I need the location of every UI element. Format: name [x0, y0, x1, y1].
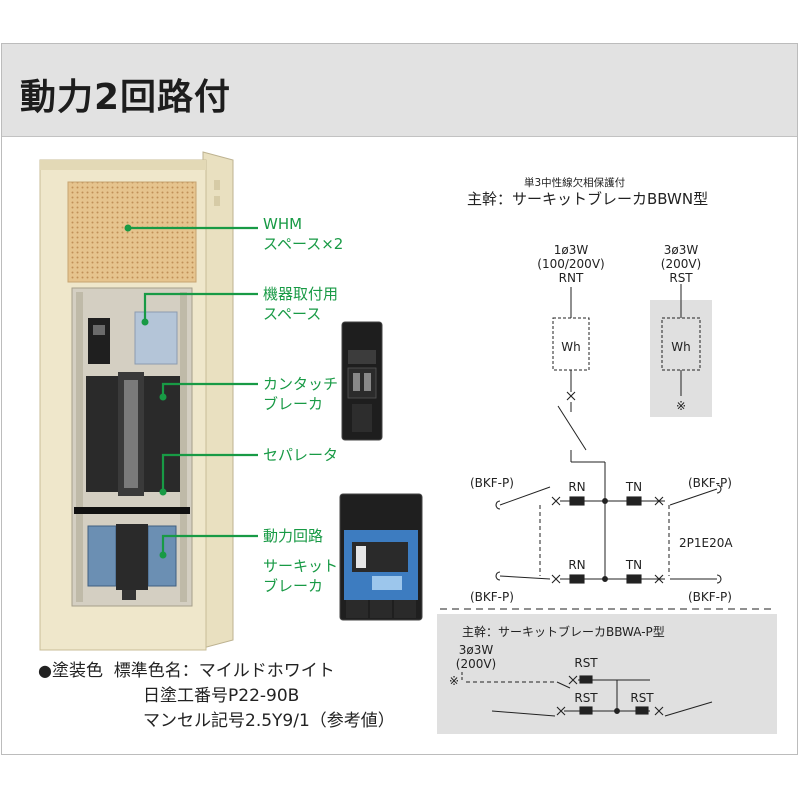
callout-whm-line2: スペース×2 — [263, 235, 344, 253]
note-mark-meter: ※ — [675, 399, 687, 413]
tn-upper: TN — [625, 480, 643, 494]
rst-lower-right: RST — [630, 691, 654, 705]
supply-3-voltage: (200V) — [660, 257, 702, 271]
power-supply-phase: 3ø3W — [458, 643, 494, 657]
callout-separator: セパレータ — [263, 445, 338, 465]
callout-power-circuit-line1: 動力回路 — [263, 527, 324, 545]
meter-label-1: Wh — [561, 340, 581, 354]
callout-whm-line1: WHM — [263, 215, 303, 233]
power-circuit-box — [437, 614, 777, 734]
kantouch-breaker-photo — [341, 321, 383, 441]
main-breaker-title: 主幹：サーキットブレーカBBWN型 — [467, 190, 709, 208]
branch-breaker-rating: 2P1E20A — [679, 536, 733, 550]
callout-kantouch-breaker: カンタッチ ブレーカ — [263, 374, 338, 414]
tn-lower: TN — [625, 558, 643, 572]
callout-power-circuit: 動力回路 — [263, 526, 323, 546]
main-subtitle: 単3中性線欠相保護付 — [524, 177, 626, 189]
callout-dots — [124, 224, 167, 559]
bkf-p-lower-left: (BKF-P) — [470, 590, 514, 604]
power-supply-voltage: (200V) — [455, 657, 497, 671]
callout-circuit-breaker-line1: サーキット — [263, 557, 339, 575]
bkf-p-upper-right: (BKF-P) — [688, 476, 732, 490]
circuit-breaker-photo — [339, 493, 423, 621]
callout-device-line1: 機器取付用 — [263, 285, 339, 303]
paint-spec-line3: マンセル記号2.5Y9/1（参考値） — [143, 711, 395, 731]
rn-lower: RN — [568, 558, 586, 572]
bkf-p-lower-right: (BKF-P) — [688, 590, 732, 604]
meter-label-3: Wh — [671, 340, 691, 354]
callout-whm-space: WHM スペース×2 — [263, 214, 343, 254]
outer-frame — [1, 43, 798, 755]
header-band — [2, 44, 797, 137]
paint-spec-line1: ●塗装色 標準色名：マイルドホワイト — [38, 660, 335, 682]
callout-circuit-breaker: サーキット ブレーカ — [263, 556, 338, 596]
spec-bullet: ● — [38, 661, 52, 680]
distribution-panel — [39, 151, 234, 651]
callout-leaders — [128, 226, 258, 555]
callout-device-space: 機器取付用 スペース — [263, 284, 338, 324]
supply-1-voltage: (100/200V) — [537, 257, 605, 271]
diagram-symbols — [495, 391, 722, 584]
rst-upper: RST — [574, 656, 598, 670]
callout-separator-line1: セパレータ — [263, 446, 339, 464]
wiring-diagram — [440, 284, 775, 610]
note-mark-power: ※ — [449, 674, 460, 688]
supply-3-lines: RST — [669, 271, 693, 285]
bkf-p-upper-left: (BKF-P) — [470, 476, 514, 490]
callout-device-line2: スペース — [263, 305, 322, 323]
power-breaker-title: 主幹：サーキットブレーカBBWA-P型 — [462, 625, 665, 639]
rn-upper: RN — [568, 480, 586, 494]
callout-kantouch-line2: ブレーカ — [263, 395, 324, 413]
supply-1-phase: 1ø3W — [553, 243, 589, 257]
page-title: 動力2回路付 — [20, 77, 232, 118]
rst-lower-left: RST — [574, 691, 598, 705]
spec-color-name: 標準色名：マイルドホワイト — [113, 661, 335, 681]
callout-kantouch-line1: カンタッチ — [263, 375, 339, 393]
spec-label: 塗装色 — [51, 661, 103, 681]
callout-circuit-breaker-line2: ブレーカ — [263, 577, 324, 595]
supply-1-lines: RNT — [558, 271, 584, 285]
paint-spec-line2: 日塗工番号P22-90B — [143, 686, 300, 706]
supply-3-phase: 3ø3W — [663, 243, 699, 257]
